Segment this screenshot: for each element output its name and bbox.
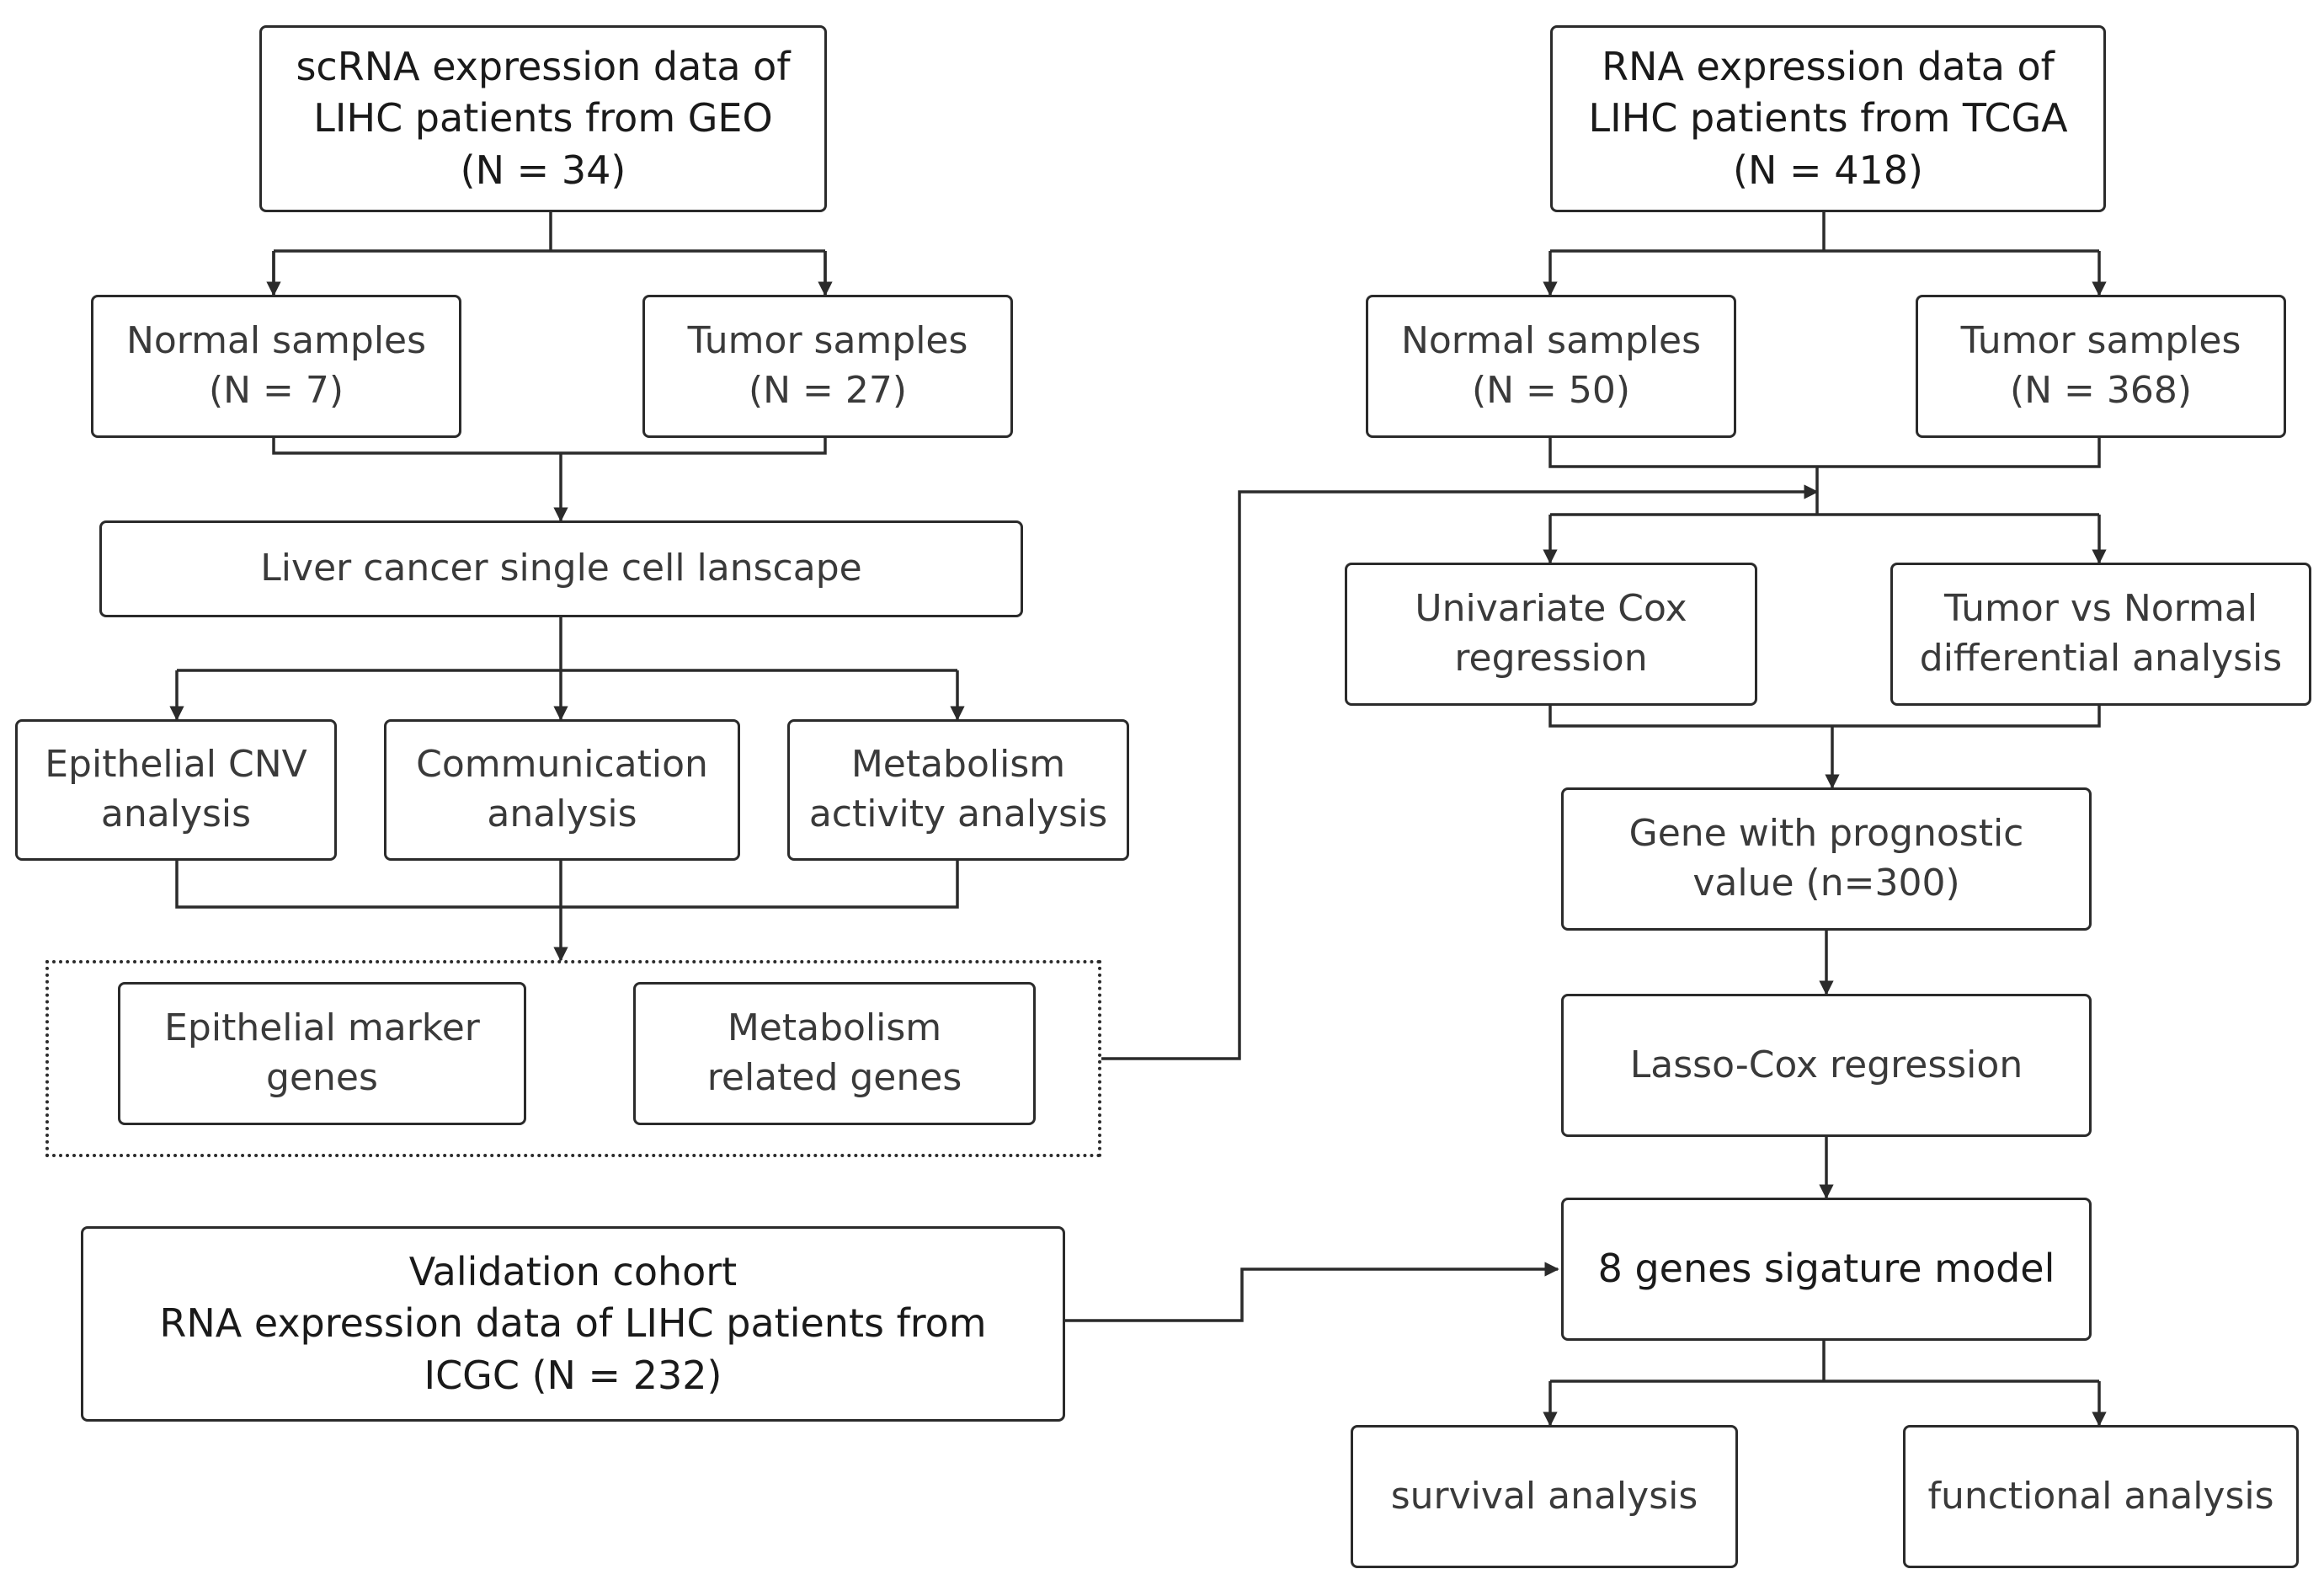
tcga-tumor-line2: (N = 368) — [2009, 369, 2193, 412]
connector-right-analyses-merge — [1548, 706, 2101, 728]
communication-line2: analysis — [487, 792, 637, 835]
cnv-line2: analysis — [100, 792, 252, 835]
geo-tumor-samples-box: Tumor samples (N = 27) — [642, 295, 1013, 438]
survival-label: survival analysis — [1390, 1474, 1698, 1518]
landscape-label: Liver cancer single cell lanscape — [260, 547, 862, 590]
signature-model-box: 8 genes sigature model — [1561, 1198, 2092, 1341]
tcga-normal-line2: (N = 50) — [1471, 369, 1631, 412]
geo-source-box: scRNA expression data of LIHC patients f… — [259, 25, 827, 212]
validation-line1: Validation cohort — [408, 1248, 738, 1294]
differential-analysis-box: Tumor vs Normal differential analysis — [1890, 563, 2311, 706]
metabolism-genes-box: Metabolism related genes — [633, 982, 1036, 1125]
arrow-validation-to-model — [1065, 1262, 1559, 1322]
epithelial-marker-genes-box: Epithelial marker genes — [118, 982, 526, 1125]
tcga-normal-line1: Normal samples — [1400, 319, 1702, 363]
lasso-label: Lasso-Cox regression — [1629, 1043, 2023, 1086]
tcga-normal-samples-box: Normal samples (N = 50) — [1366, 295, 1736, 438]
metabolism-activity-line2: activity analysis — [808, 792, 1108, 835]
connector-left-source-split — [272, 212, 827, 295]
functional-analysis-box: functional analysis — [1903, 1425, 2299, 1568]
tcga-tumor-samples-box: Tumor samples (N = 368) — [1916, 295, 2286, 438]
validation-cohort-box: Validation cohort RNA expression data of… — [81, 1226, 1065, 1422]
metabolism-activity-line1: Metabolism — [850, 743, 1066, 787]
prognostic-line2: value (n=300) — [1692, 862, 1960, 905]
prognostic-line1: Gene with prognostic — [1628, 812, 2024, 856]
univariate-line1: Univariate Cox — [1415, 587, 1687, 631]
geo-normal-line1: Normal samples — [125, 319, 427, 363]
differential-line1: Tumor vs Normal — [1943, 587, 2258, 631]
lasso-cox-box: Lasso-Cox regression — [1561, 994, 2092, 1137]
geo-tumor-line1: Tumor samples — [687, 319, 968, 363]
geo-source-line2: LIHC patients from GEO — [313, 95, 773, 141]
tcga-source-line1: RNA expression data of — [1602, 43, 2055, 89]
geo-source-line3: (N = 34) — [460, 147, 626, 193]
connector-landscape-split — [177, 617, 957, 672]
metabolism-activity-box: Metabolism activity analysis — [787, 719, 1129, 861]
marker-genes-line1: Epithelial marker — [164, 1006, 480, 1050]
tcga-tumor-line1: Tumor samples — [1960, 319, 2241, 363]
landscape-box: Liver cancer single cell lanscape — [99, 520, 1023, 617]
tcga-source-box: RNA expression data of LIHC patients fro… — [1550, 25, 2106, 212]
univariate-cox-box: Univariate Cox regression — [1345, 563, 1757, 706]
arrow-gene-set-to-tcga — [1101, 484, 1819, 1060]
survival-analysis-box: survival analysis — [1351, 1425, 1738, 1568]
connector-left-merge — [272, 438, 827, 455]
geo-tumor-line2: (N = 27) — [748, 369, 908, 412]
geo-normal-samples-box: Normal samples (N = 7) — [91, 295, 461, 438]
cnv-line1: Epithelial CNV — [45, 743, 307, 787]
metabolism-genes-line1: Metabolism — [727, 1006, 942, 1050]
cnv-analysis-box: Epithelial CNV analysis — [15, 719, 337, 861]
geo-normal-line2: (N = 7) — [208, 369, 344, 412]
connector-right-merge — [1548, 438, 2101, 515]
connector-right-source-split — [1550, 212, 2099, 253]
marker-genes-line2: genes — [266, 1056, 378, 1099]
validation-line2: RNA expression data of LIHC patients fro… — [159, 1300, 987, 1347]
communication-analysis-box: Communication analysis — [384, 719, 740, 861]
differential-line2: differential analysis — [1919, 637, 2283, 680]
functional-label: functional analysis — [1927, 1474, 2274, 1518]
metabolism-genes-line2: related genes — [706, 1056, 962, 1099]
univariate-line2: regression — [1454, 637, 1648, 680]
validation-line3: ICGC (N = 232) — [424, 1352, 722, 1398]
model-label: 8 genes sigature model — [1597, 1246, 2055, 1292]
tcga-source-line3: (N = 418) — [1733, 147, 1923, 193]
tcga-source-line2: LIHC patients from TCGA — [1588, 95, 2068, 141]
connector-analyses-merge — [175, 861, 959, 909]
communication-line1: Communication — [416, 743, 708, 787]
connector-model-split — [1550, 1341, 2099, 1383]
geo-source-line1: scRNA expression data of — [296, 43, 791, 89]
prognostic-genes-box: Gene with prognostic value (n=300) — [1561, 787, 2092, 931]
gene-set-group — [45, 960, 1101, 1157]
